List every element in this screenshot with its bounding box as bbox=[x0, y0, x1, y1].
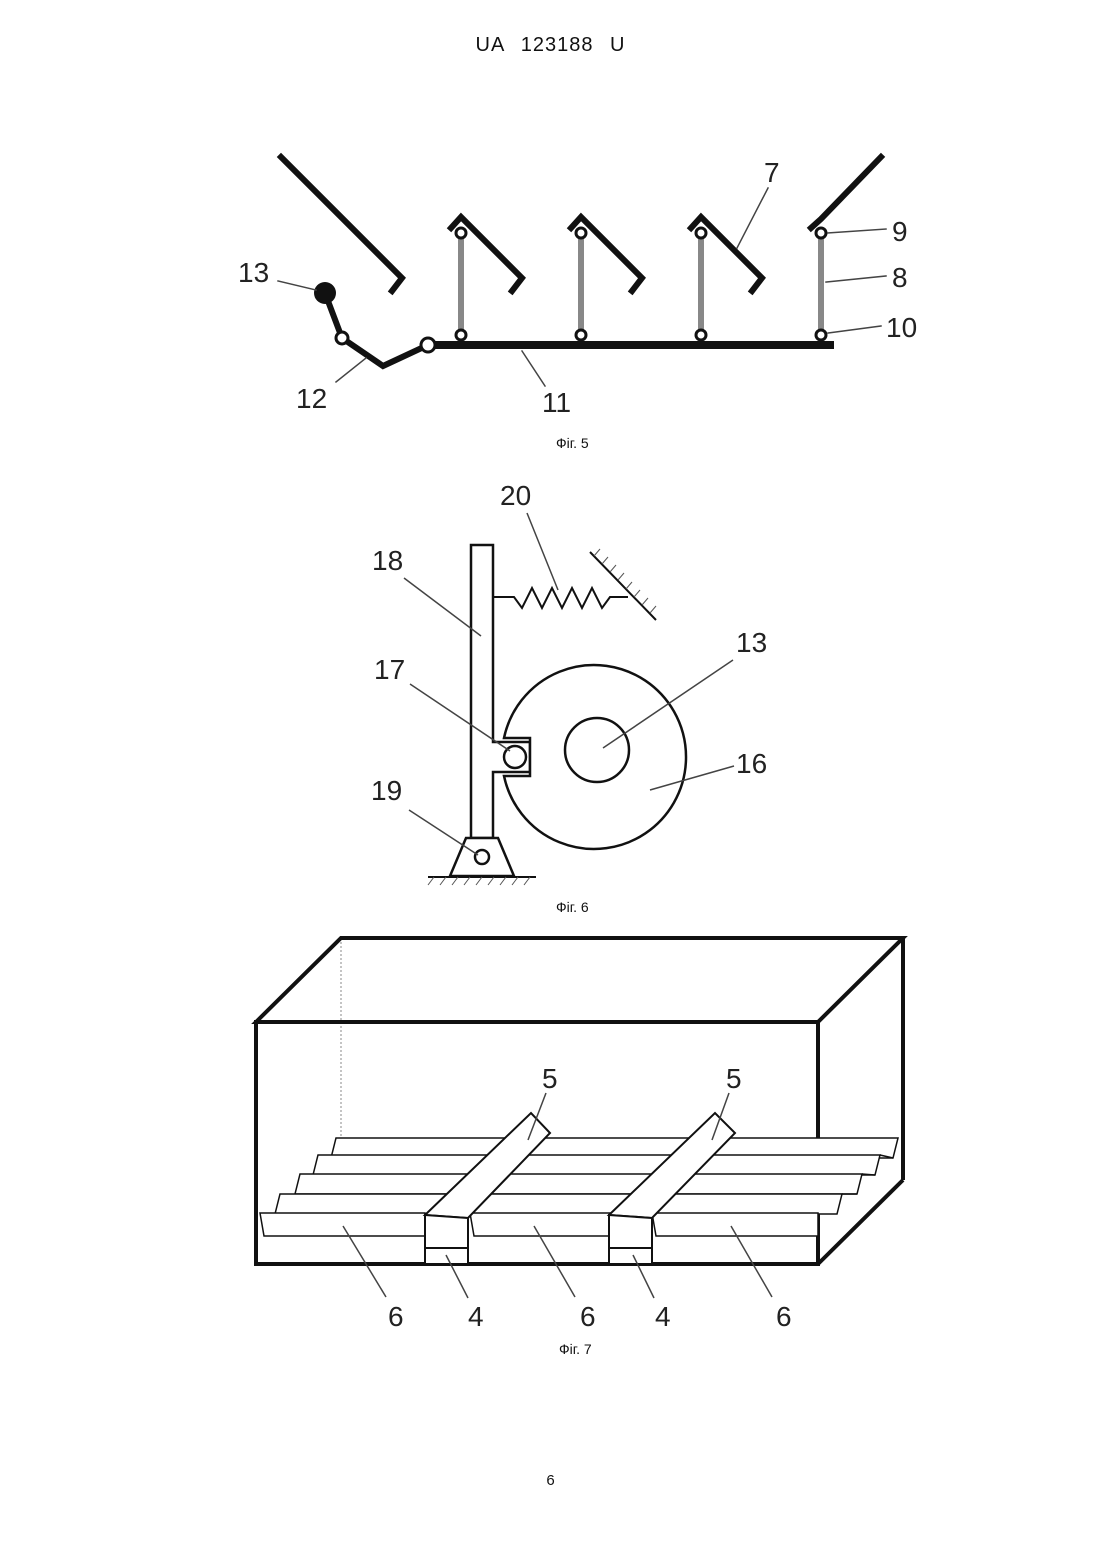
crank-linkage bbox=[325, 293, 428, 366]
grate-plate-front-mid bbox=[470, 1213, 610, 1236]
figure-5-caption: Фіг. 5 bbox=[556, 435, 589, 451]
ground-hatch bbox=[428, 877, 530, 885]
label-18: 18 bbox=[372, 545, 403, 576]
label-6-mid: 6 bbox=[580, 1301, 596, 1332]
label-5-right: 5 bbox=[726, 1063, 742, 1094]
louver-flap-4 bbox=[811, 157, 881, 228]
label-17: 17 bbox=[374, 654, 405, 685]
label-7: 7 bbox=[764, 157, 780, 188]
label-13: 13 bbox=[736, 627, 767, 658]
figure-5: 13 12 11 7 9 8 10 Фіг. 5 bbox=[238, 157, 917, 451]
label-4-right: 4 bbox=[655, 1301, 671, 1332]
pivot bbox=[336, 332, 348, 344]
hinges-bottom bbox=[456, 330, 826, 340]
figure-6-caption: Фіг. 6 bbox=[556, 899, 589, 915]
label-9: 9 bbox=[892, 216, 908, 247]
figure-6: 20 18 17 13 16 19 Фіг. 6 bbox=[371, 480, 767, 915]
spring-20 bbox=[493, 588, 628, 608]
pivot-19 bbox=[475, 850, 489, 864]
shaft-13 bbox=[314, 282, 336, 304]
hinges-top bbox=[456, 228, 826, 238]
wall-hatch bbox=[594, 549, 656, 613]
left-deflector-plate bbox=[281, 157, 402, 291]
pivot bbox=[421, 338, 435, 352]
label-10: 10 bbox=[886, 312, 917, 343]
label-20: 20 bbox=[500, 480, 531, 511]
wall bbox=[590, 552, 656, 620]
label-12: 12 bbox=[296, 383, 327, 414]
label-6-left: 6 bbox=[388, 1301, 404, 1332]
label-11: 11 bbox=[542, 387, 571, 418]
label-5-left: 5 bbox=[542, 1063, 558, 1094]
label-13: 13 bbox=[238, 257, 269, 288]
figure-7-caption: Фіг. 7 bbox=[559, 1341, 592, 1357]
label-6-right: 6 bbox=[776, 1301, 792, 1332]
grate-plates bbox=[260, 1138, 898, 1236]
label-4-left: 4 bbox=[468, 1301, 484, 1332]
figure-7: 5 5 6 4 6 4 6 Фіг. 7 bbox=[256, 938, 903, 1357]
page-number: 6 bbox=[0, 1472, 1101, 1489]
shaft-13 bbox=[565, 718, 629, 782]
label-16: 16 bbox=[736, 748, 767, 779]
label-19: 19 bbox=[371, 775, 402, 806]
label-8: 8 bbox=[892, 262, 908, 293]
grate-plate-front-left bbox=[260, 1213, 425, 1236]
housing-top-face bbox=[256, 938, 903, 1022]
